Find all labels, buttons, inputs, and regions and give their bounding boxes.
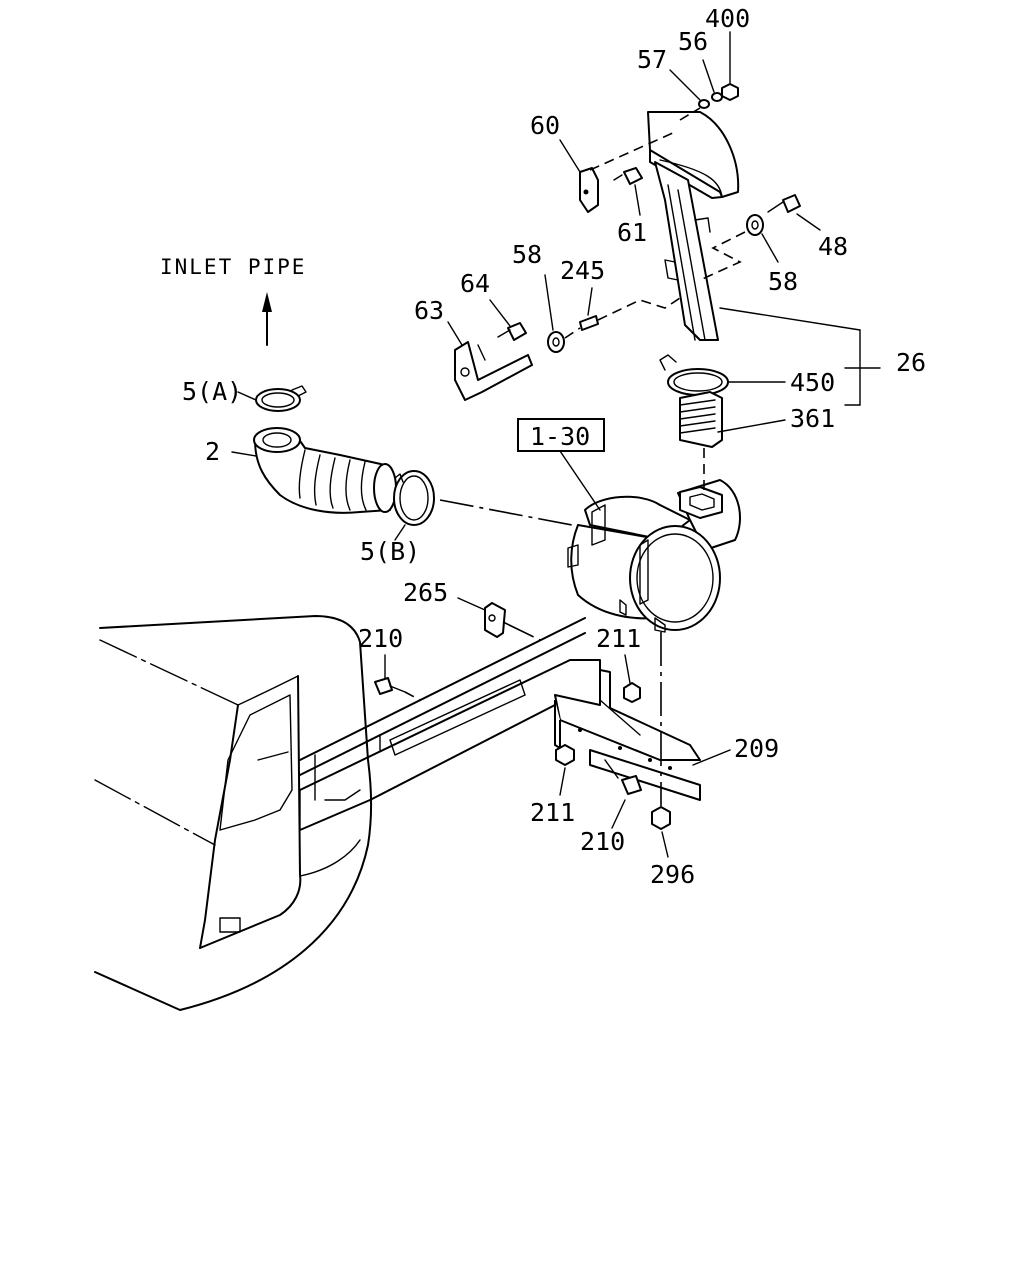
- nut-400: [721, 31, 739, 101]
- bolt-210-lower: [604, 759, 642, 829]
- callout-bracket-26: [844, 329, 881, 406]
- bracket-60: [559, 131, 676, 213]
- callout-210-lower: 210: [580, 827, 625, 856]
- bolt-64: [489, 299, 527, 341]
- callout-211-upper: 211: [596, 624, 641, 653]
- callout-26: 26: [896, 348, 926, 377]
- nut-211-upper: [623, 654, 641, 703]
- nut-211-lower: [555, 744, 575, 796]
- callout-245: 245: [560, 256, 605, 285]
- bolt-210-upper: [374, 654, 421, 701]
- nut-296: [651, 806, 671, 858]
- hose-2: [253, 427, 397, 514]
- callout-61: 61: [617, 218, 647, 247]
- washer-58-left: [544, 274, 581, 353]
- callout-5b: 5(B): [360, 537, 420, 566]
- callout-58-right: 58: [768, 267, 798, 296]
- inlet-direction-arrow: [262, 292, 272, 346]
- callout-5a: 5(A): [182, 377, 242, 406]
- callout-265: 265: [403, 578, 448, 607]
- clamp-5a: [237, 385, 307, 412]
- washer-57: [669, 69, 710, 109]
- callout-2: 2: [205, 437, 220, 466]
- washer-58-right: [699, 214, 779, 281]
- cab-outline: [94, 615, 372, 1011]
- callout-63: 63: [414, 296, 444, 325]
- callout-361: 361: [790, 404, 835, 433]
- inlet-pipe-caption: INLET PIPE: [160, 255, 306, 279]
- clamp-450: [659, 354, 786, 396]
- callout-60: 60: [530, 111, 560, 140]
- sleeve-245: [579, 287, 681, 331]
- reference-box: [517, 418, 605, 452]
- callout-210-upper: 210: [358, 624, 403, 653]
- callout-56: 56: [678, 27, 708, 56]
- filter-361: [679, 391, 786, 448]
- air-cleaner-assembly: [567, 448, 741, 633]
- bracket-63: [447, 321, 533, 401]
- callout-450: 450: [790, 368, 835, 397]
- callout-58-left: 58: [512, 240, 542, 269]
- reference-label: 1-30: [530, 422, 590, 451]
- washer-56: [702, 59, 723, 102]
- callout-400: 400: [705, 4, 750, 33]
- callout-64: 64: [460, 269, 490, 298]
- clamp-5b: [393, 470, 573, 541]
- support-frame: [299, 617, 601, 831]
- bracket-265: [457, 597, 541, 641]
- callout-48: 48: [818, 232, 848, 261]
- callout-211-lower: 211: [530, 798, 575, 827]
- bracket-209: [554, 669, 731, 801]
- callout-209: 209: [734, 734, 779, 763]
- callout-57: 57: [637, 45, 667, 74]
- callout-296: 296: [650, 860, 695, 889]
- bolt-48: [767, 194, 821, 231]
- bolt-61: [613, 167, 643, 216]
